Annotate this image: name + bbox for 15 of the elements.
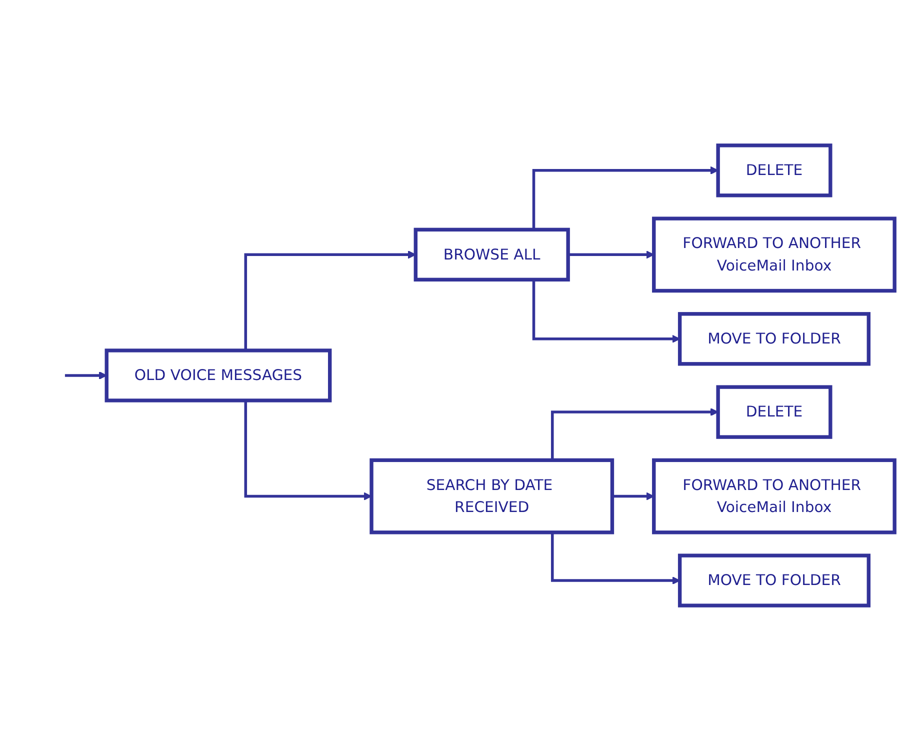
node-box: MOVE TO FOLDER	[678, 312, 870, 366]
node-box: SEARCH BY DATE RECEIVED	[370, 458, 614, 534]
node-box: DELETE	[716, 385, 832, 439]
node-box: FORWARD TO ANOTHER VoiceMail Inbox	[652, 216, 896, 293]
node-box: MOVE TO FOLDER	[678, 554, 870, 608]
node-box: OLD VOICE MESSAGES	[104, 348, 332, 402]
arrow	[532, 280, 680, 343]
node-box: DELETE	[716, 144, 832, 198]
node-box: BROWSE ALL	[414, 228, 570, 282]
arrow	[532, 166, 718, 230]
arrow	[244, 400, 372, 500]
arrow	[64, 371, 107, 380]
node-box: FORWARD TO ANOTHER VoiceMail Inbox	[652, 458, 896, 534]
arrow	[550, 408, 718, 460]
arrow	[550, 532, 680, 585]
